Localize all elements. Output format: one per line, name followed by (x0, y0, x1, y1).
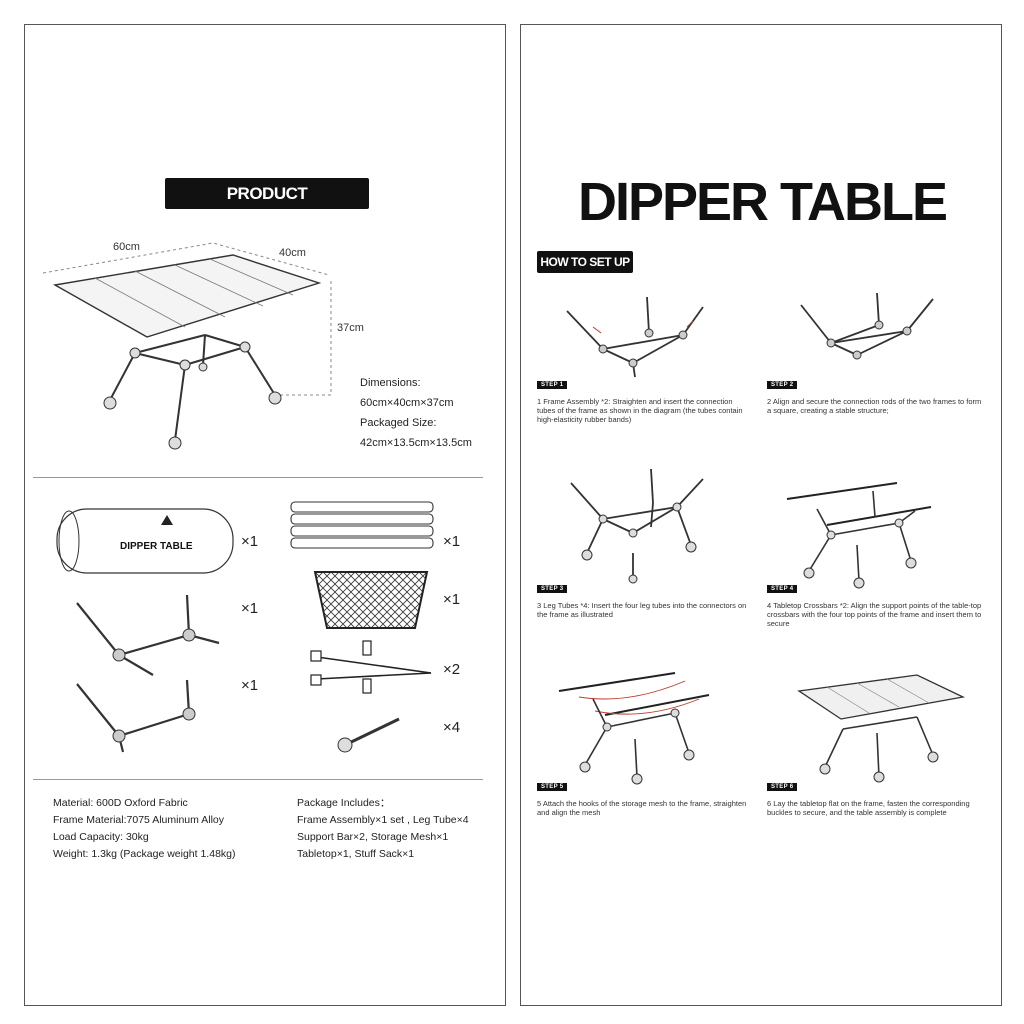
dimensions-value: 60cm×40cm×37cm (360, 397, 454, 409)
material-specs: Material: 600D Oxford Fabric Frame Mater… (53, 795, 273, 863)
stuff-sack-brand-text: DIPPER TABLE (120, 541, 193, 552)
step-6-text: 6 Lay the tabletop flat on the frame, fa… (767, 799, 970, 817)
step-5-text: 5 Attach the hooks of the storage mesh t… (537, 799, 747, 817)
package-line-1: Frame Assembly×1 set , Leg Tube×4 (297, 814, 469, 826)
step-5-badge: STEP 5 (537, 783, 568, 791)
step-4-badge: STEP 4 (767, 585, 798, 593)
step-2-badge: STEP 2 (767, 381, 798, 389)
package-line-2: Support Bar×2, Storage Mesh×1 (297, 831, 449, 843)
how-to-set-up-badge: HOW TO SET UP (537, 251, 633, 273)
tabletop-illustration (290, 501, 434, 549)
dimensions-block: Dimensions: 60cm×40cm×37cm Packaged Size… (360, 373, 500, 453)
package-includes-title: Package Includes： (297, 797, 391, 809)
frame-assembly-b-illustration (76, 679, 196, 753)
package-includes: Package Includes： Frame Assembly×1 set ,… (297, 795, 497, 863)
spec-weight: Weight: 1.3kg (Package weight 1.48kg) (53, 848, 236, 860)
table-dimension-drawing (42, 242, 332, 450)
step-3-text: 3 Leg Tubes *4: Insert the four leg tube… (537, 601, 747, 619)
spec-frame-material: Frame Material:7075 Aluminum Alloy (53, 814, 224, 826)
section-divider-bottom (33, 779, 483, 780)
leg-tube-qty: ×4 (443, 719, 461, 736)
product-title: DIPPER TABLE (577, 172, 948, 232)
dimensions-label: Dimensions: (360, 377, 421, 389)
spec-load-capacity: Load Capacity: 30kg (53, 831, 149, 843)
packaged-size-label: Packaged Size: (360, 417, 437, 429)
step-2-illustration (800, 292, 934, 360)
step-3-badge: STEP 3 (537, 585, 568, 593)
width-dimension-label: 60cm (113, 241, 140, 253)
support-bar-qty: ×2 (443, 661, 461, 678)
product-specifications-badge: PRODUCT SPECIFICATIONS (165, 178, 369, 234)
storage-mesh-qty: ×1 (443, 591, 461, 608)
stuff-sack-illustration (56, 508, 234, 574)
leg-tube-illustration (337, 717, 400, 753)
height-dimension-label: 37cm (337, 322, 364, 334)
section-divider-top (33, 477, 483, 478)
step-4-illustration (786, 482, 932, 589)
package-line-3: Tabletop×1, Stuff Sack×1 (297, 848, 415, 860)
step-1-illustration (566, 296, 704, 378)
storage-mesh-illustration (313, 571, 429, 629)
stuff-sack-qty: ×1 (241, 533, 259, 550)
support-bar-illustration (310, 640, 432, 694)
packaged-size-value: 42cm×13.5cm×13.5cm (360, 437, 472, 449)
step-1-badge: STEP 1 (537, 381, 568, 389)
depth-dimension-label: 40cm (279, 247, 306, 259)
step-1-text: 1 Frame Assembly *2: Straighten and inse… (537, 397, 743, 424)
spec-material: Material: 600D Oxford Fabric (53, 797, 188, 809)
step-2-text: 2 Align and secure the connection rods o… (767, 397, 982, 415)
step-3-illustration (570, 468, 704, 584)
frame-assembly-a-illustration (76, 594, 220, 676)
step-4-text: 4 Tabletop Crossbars *2: Align the suppo… (767, 601, 982, 628)
tabletop-qty: ×1 (443, 533, 461, 550)
setup-panel: DIPPER TABLE HOW TO SET UP STEP 1 1 Fram… (520, 24, 1002, 1006)
step-5-illustration (558, 672, 710, 785)
frame-a-qty: ×1 (241, 600, 259, 617)
step-6-badge: STEP 6 (767, 783, 798, 791)
specifications-panel: PRODUCT SPECIFICATIONS (24, 24, 506, 1006)
step-6-illustration (797, 674, 966, 783)
frame-b-qty: ×1 (241, 677, 259, 694)
